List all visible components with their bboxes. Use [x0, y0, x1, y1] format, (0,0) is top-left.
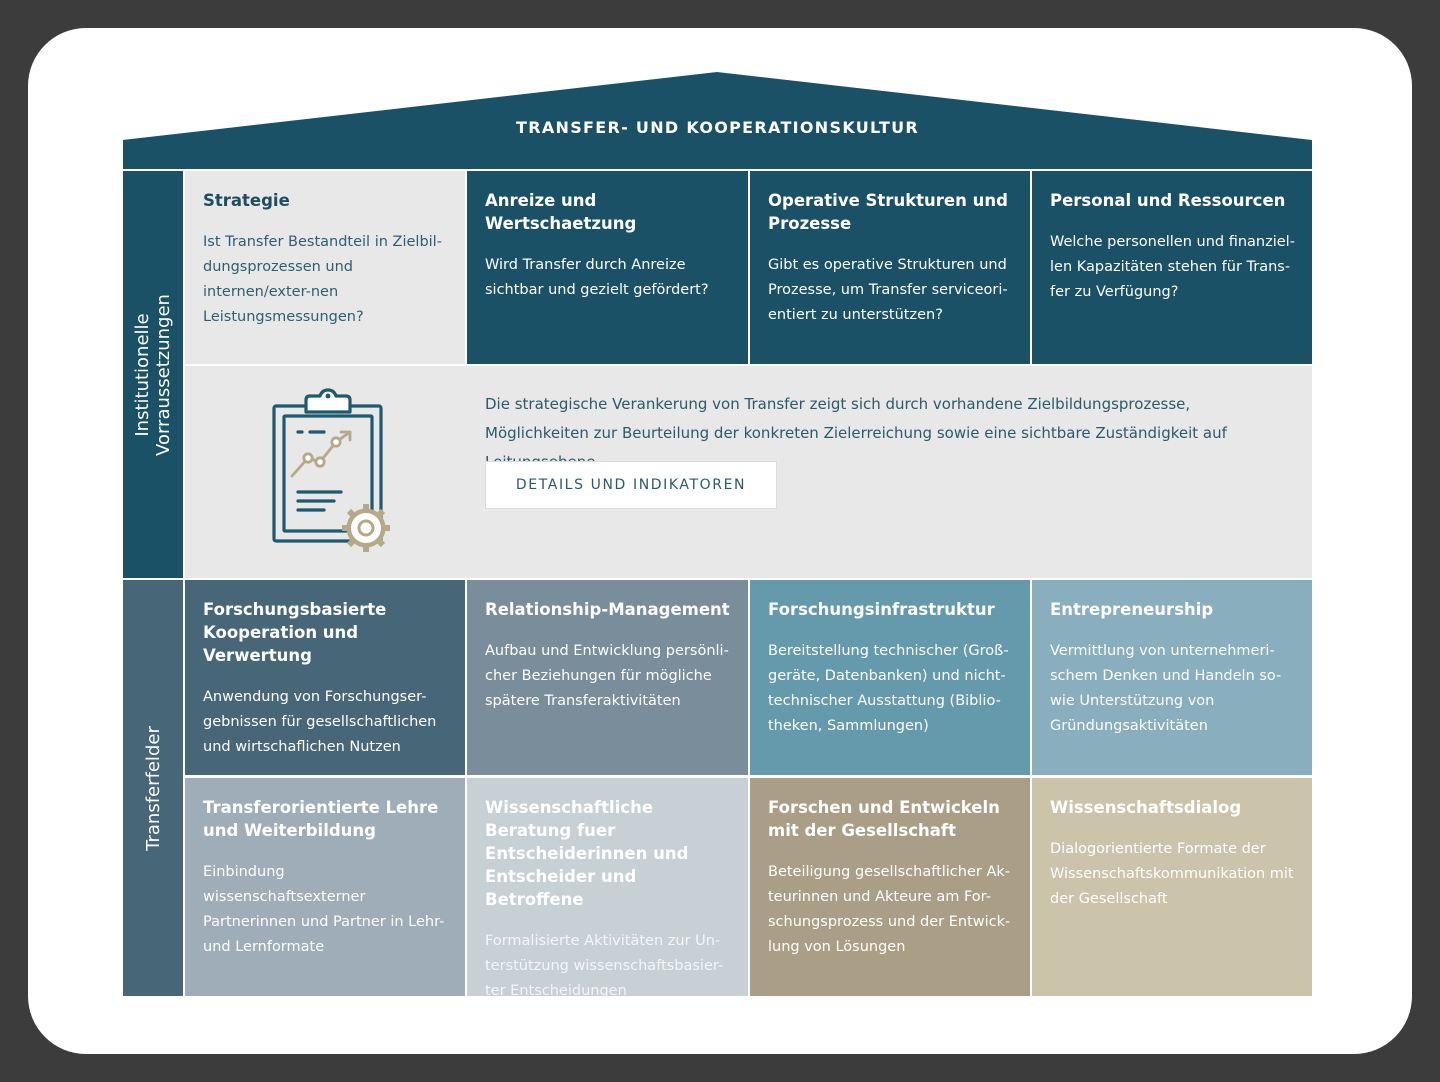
card-title: Transferorientierte Lehre und Weiterbild…: [203, 798, 439, 840]
institutional-label-line2: Vorraussetzungen: [153, 293, 175, 456]
roof: [123, 72, 1312, 169]
card-transferorientierte-lehre[interactable]: Transferorientierte Lehre und Weiterbild…: [185, 778, 465, 996]
card-text: Beteiligung gesellschaftlicher Ak-teurin…: [768, 864, 1011, 955]
card-relationship-management[interactable]: Relationship-Management Aufbau und Entwi…: [467, 580, 748, 775]
card-anreize[interactable]: Anreize und Wertschaetzung Wird Transfer…: [467, 171, 748, 364]
institutional-label: Institutionelle Vorraussetzungen: [132, 294, 174, 456]
card-personal[interactable]: Personal und Ressourcen Welche personell…: [1032, 171, 1312, 364]
card-text: Aufbau und Entwicklung persönli-cher Bez…: [485, 643, 729, 709]
fields-label: Transferfelder: [142, 725, 164, 851]
card-title: Relationship-Management: [485, 600, 730, 619]
details-button[interactable]: DETAILS UND INDIKATOREN: [485, 461, 777, 509]
card-title: Forschungsbasierte Kooperation und Verwe…: [203, 600, 387, 665]
detail-text: Die strategische Verankerung von Transfe…: [485, 395, 1227, 471]
card-entrepreneurship[interactable]: Entrepreneurship Vermittlung von unterne…: [1032, 580, 1312, 775]
card-title: Anreize und Wertschaetzung: [485, 191, 637, 233]
card-title: Strategie: [203, 191, 290, 210]
card-title: Forschen und Entwickeln mit der Gesellsc…: [768, 798, 1000, 840]
card-title: Forschungsinfrastruktur: [768, 600, 995, 619]
card-title: Wissenschaftliche Beratung fuer Entschei…: [485, 798, 689, 909]
roof-title: TRANSFER- UND KOOPERATIONSKULTUR: [515, 118, 920, 137]
fields-band: Transferfelder: [123, 580, 183, 996]
card-wissenschaftsdialog[interactable]: Wissenschaftsdialog Dialogorientierte Fo…: [1032, 778, 1312, 996]
card-title: Wissenschaftsdialog: [1050, 798, 1242, 817]
card-forschungsinfrastruktur[interactable]: Forschungsinfrastruktur Bereitstellung t…: [750, 580, 1030, 775]
card-forschen-und-entwickeln[interactable]: Forschen und Entwickeln mit der Gesellsc…: [750, 778, 1030, 996]
card-text: Dialogorientierte Formate der Wissenscha…: [1050, 841, 1294, 907]
card-text: Bereitstellung technischer (Groß-geräte,…: [768, 643, 1009, 734]
card-title: Personal und Ressourcen: [1050, 191, 1286, 210]
card-text: Einbindung wissenschaftsexterner Partner…: [203, 864, 445, 955]
card-title: Operative Strukturen und Prozesse: [768, 191, 1008, 233]
card-forschungsbasierte-kooperation[interactable]: Forschungsbasierte Kooperation und Verwe…: [185, 580, 465, 775]
card-text: Vermittlung von unternehmeri-schem Denke…: [1050, 643, 1282, 734]
card-strategie[interactable]: Strategie Ist Transfer Bestandteil in Zi…: [185, 171, 465, 364]
card-title: Entrepreneurship: [1050, 600, 1214, 619]
card-text: Gibt es operative Strukturen und Prozess…: [768, 257, 1008, 323]
card-text: Formalisierte Aktivitäten zur Un-terstüt…: [485, 933, 724, 999]
clipboard-chart-gear-icon: [272, 388, 390, 552]
institutional-band: Institutionelle Vorraussetzungen: [123, 171, 183, 578]
card-text: Anwendung von Forschungser-gebnissen für…: [203, 689, 437, 755]
card-wissenschaftliche-beratung[interactable]: Wissenschaftliche Beratung fuer Entschei…: [467, 778, 748, 999]
card-text: Ist Transfer Bestandteil in Zielbil-dung…: [203, 234, 442, 325]
card-text: Wird Transfer durch Anreize sichtbar und…: [485, 257, 709, 298]
card-text: Welche personellen und finanziel-len Kap…: [1050, 234, 1295, 300]
institutional-label-line1: Institutionelle: [132, 312, 154, 437]
card-operative-strukturen[interactable]: Operative Strukturen und Prozesse Gibt e…: [750, 171, 1030, 364]
